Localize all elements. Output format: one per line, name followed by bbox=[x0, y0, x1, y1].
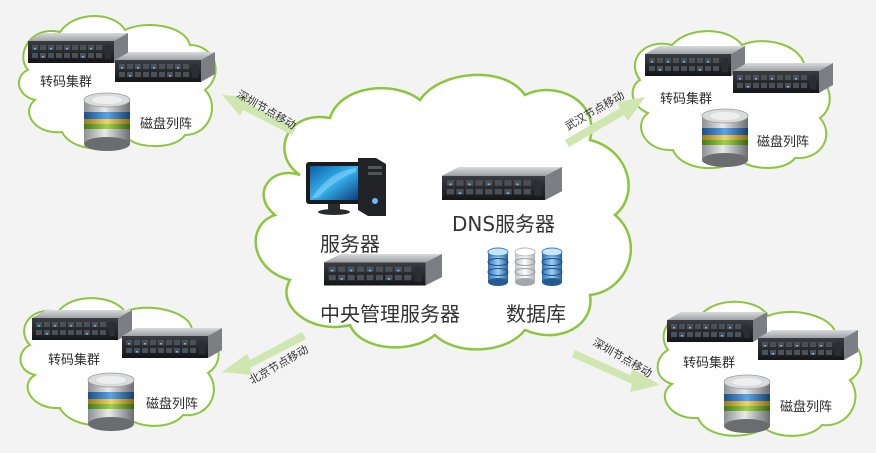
disk-array-icon bbox=[701, 108, 749, 168]
dns-server-rack-icon bbox=[442, 167, 562, 201]
arrow-bottom-right bbox=[572, 350, 660, 392]
disk-array-icon bbox=[83, 92, 131, 152]
disk-array-icon bbox=[87, 372, 135, 432]
cluster-label-bottom-right: 转码集群 bbox=[683, 356, 736, 371]
disk-label-bottom-right: 磁盘列阵 bbox=[780, 400, 833, 415]
cluster-label-top-left: 转码集群 bbox=[40, 75, 93, 90]
desktop-computer-icon bbox=[306, 158, 386, 216]
disk-array-icon bbox=[723, 374, 771, 434]
cluster-rack-icon bbox=[32, 310, 132, 340]
disk-label-top-right: 磁盘列阵 bbox=[757, 135, 810, 150]
central-server-rack-icon bbox=[324, 254, 443, 286]
dns-server-label: DNS服务器 bbox=[452, 212, 556, 236]
cluster-rack-icon bbox=[733, 63, 833, 93]
server-label: 服务器 bbox=[320, 232, 380, 256]
central-server-label: 中央管理服务器 bbox=[320, 302, 460, 326]
arrow-top-left bbox=[222, 95, 296, 135]
cluster-label-bottom-left: 转码集群 bbox=[48, 353, 101, 368]
cluster-rack-icon bbox=[645, 46, 745, 76]
link-arrows bbox=[222, 95, 660, 392]
cluster-rack-icon bbox=[115, 52, 215, 82]
cluster-label-top-right: 转码集群 bbox=[660, 92, 713, 107]
arrow-top-right bbox=[565, 97, 645, 147]
database-icon bbox=[487, 247, 563, 287]
disk-label-top-left: 磁盘列阵 bbox=[140, 117, 193, 132]
disk-label-bottom-left: 磁盘列阵 bbox=[146, 397, 199, 412]
cluster-rack-icon bbox=[667, 312, 767, 342]
cluster-rack-icon bbox=[758, 330, 858, 360]
arrow-bottom-left bbox=[222, 332, 306, 375]
cluster-rack-icon bbox=[122, 328, 222, 358]
database-label: 数据库 bbox=[506, 302, 566, 326]
cluster-rack-icon bbox=[28, 33, 128, 63]
